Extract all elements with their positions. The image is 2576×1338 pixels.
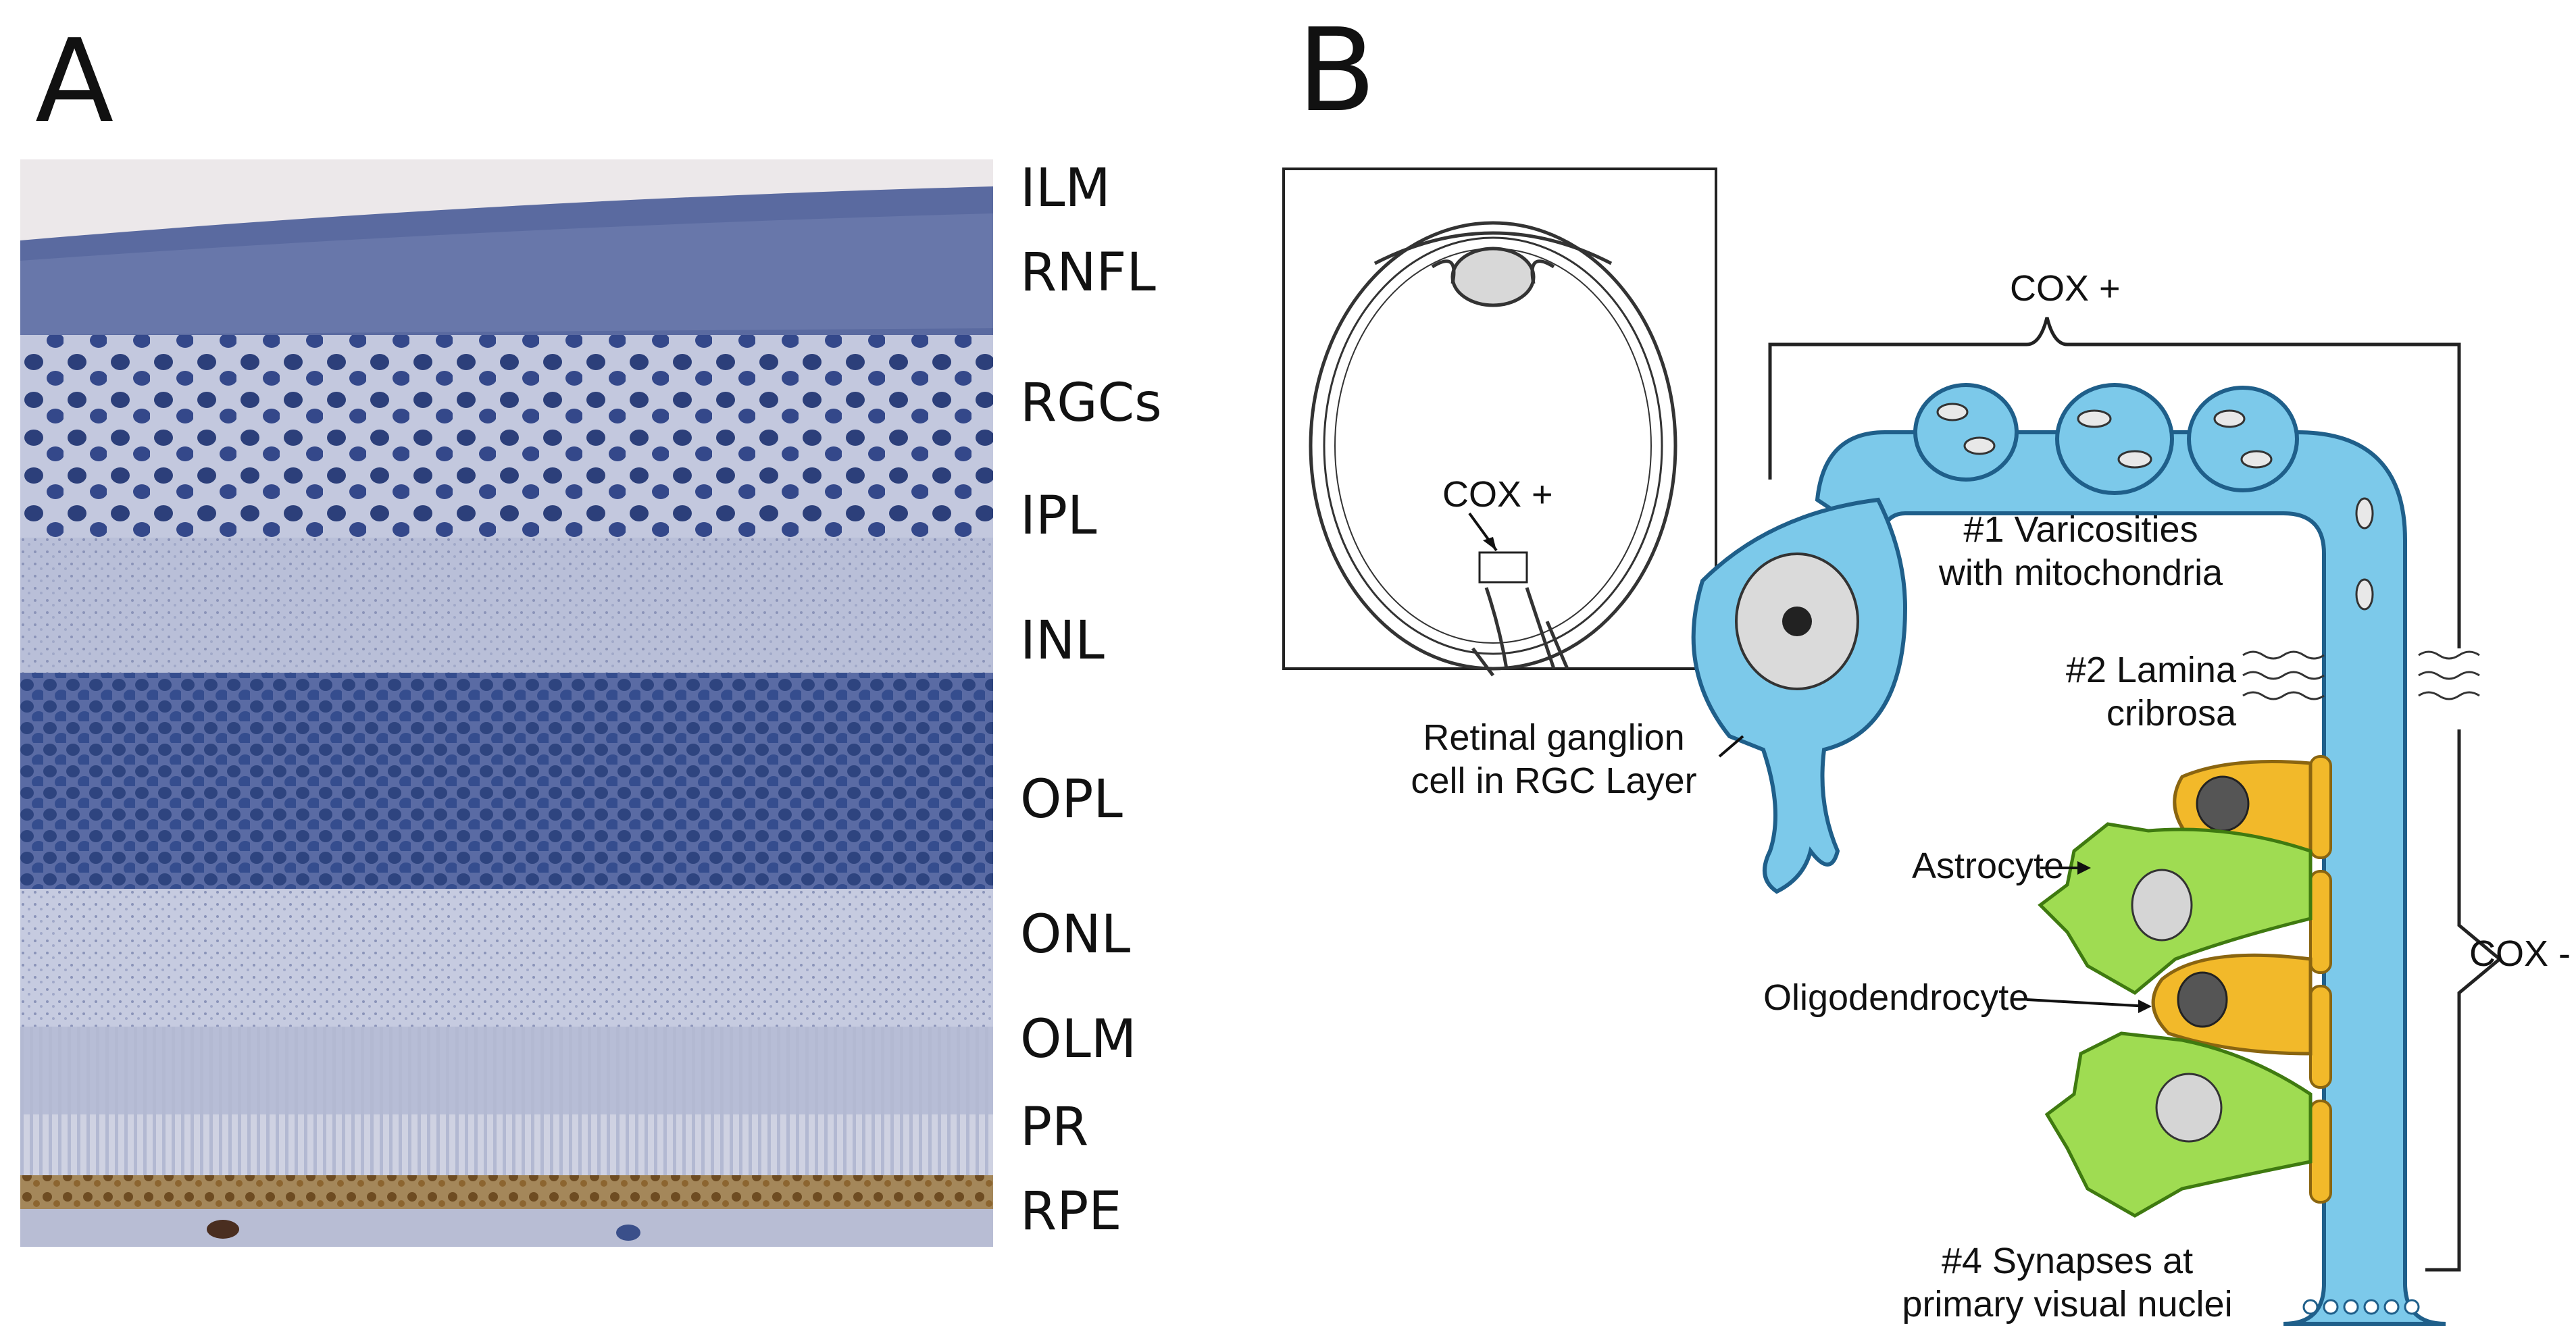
eye-inset-box [1282, 168, 1717, 670]
eye-cox-box [1478, 551, 1528, 584]
synapses-label-line1: #4 Synapses at [1941, 1241, 2194, 1281]
layer-label-opl: OPL [1020, 769, 1123, 830]
varicosities-label-line1: #1 Varicosities [1963, 509, 2198, 550]
rgc-label-line2: cell in RGC Layer [1411, 761, 1697, 801]
layer-label-inl: INL [1020, 611, 1105, 671]
layer-label-olm: OLM [1020, 1009, 1137, 1070]
astrocyte-label: Astrocyte [1912, 846, 2065, 886]
layer-label-ilm: ILM [1020, 158, 1111, 219]
cox-plus-bracket [1768, 317, 2461, 648]
layer-label-ipl: IPL [1020, 486, 1097, 546]
layer-label-onl: ONL [1020, 904, 1131, 965]
layer-label-rpe: RPE [1020, 1181, 1122, 1242]
lamina-label-line1: #2 Lamina [2065, 650, 2236, 690]
oligodendrocyte-label: Oligodendrocyte [1763, 977, 2029, 1018]
layer-label-pr: PR [1020, 1097, 1089, 1158]
layer-label-rnfl: RNFL [1020, 242, 1156, 303]
synapse-terminals [2302, 1299, 2420, 1315]
panel-b-letter: B [1297, 4, 1376, 138]
synapses-label-line2: primary visual nuclei [1902, 1284, 2233, 1324]
mitochondria [1936, 403, 2374, 611]
layer-label-rgcs: RGCs [1020, 373, 1162, 434]
varicosities-label-line2: with mitochondria [1938, 552, 2223, 593]
rgc-label-line1: Retinal ganglion [1423, 717, 1685, 758]
eye-icon [1309, 221, 1677, 677]
lamina-label-line2: cribrosa [2106, 693, 2236, 734]
retina-histology-lower [20, 1027, 993, 1247]
cox-minus-bracket [2425, 729, 2502, 1272]
cox-plus-eye-label: COX + [1442, 474, 1553, 515]
histology-image-lower [20, 1027, 993, 1247]
cox-plus-top-label: COX + [2010, 268, 2121, 309]
myelin-sheaths [2309, 755, 2332, 1204]
lamina-label: #2 Lamina cribrosa [2054, 648, 2236, 735]
lamina-cribrosa [2242, 650, 2480, 700]
varicosities-label: #1 Varicosities with mitochondria [1919, 508, 2243, 594]
cox-minus-label: COX - [2469, 933, 2571, 974]
rgc-arrow [1718, 735, 1744, 758]
panel-a-letter: A [35, 15, 114, 149]
oligodendrocyte-arrow [2026, 998, 2149, 1008]
rgc-label: Retinal ganglion cell in RGC Layer [1392, 716, 1716, 802]
synapses-label: #4 Synapses at primary visual nuclei [1878, 1239, 2256, 1326]
